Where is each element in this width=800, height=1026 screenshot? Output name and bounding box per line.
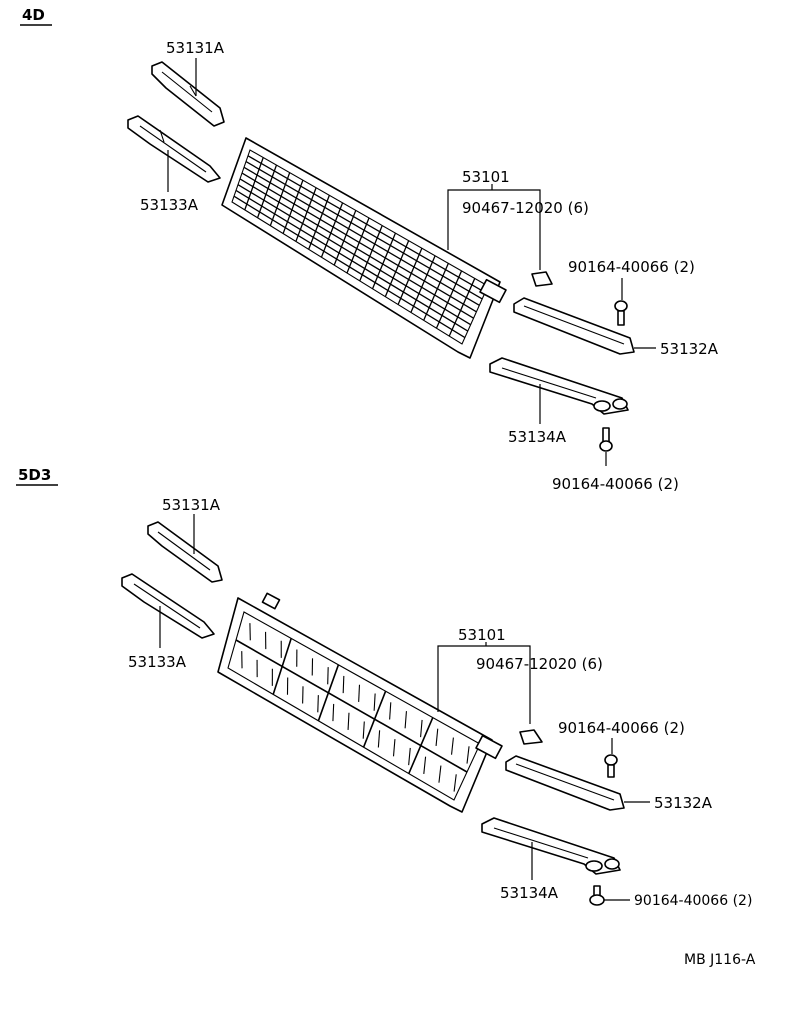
label-53133a: 53133A (128, 653, 187, 671)
label-53134a: 53134A (508, 428, 567, 446)
radiator-grille-5d3 (217, 592, 503, 813)
section-title-4d: 4D (22, 6, 45, 24)
label-90467-12020: 90467-12020 (6) (462, 199, 589, 217)
screw-90164-40066-top (604, 754, 618, 778)
bracket-53131a (151, 61, 225, 127)
screw-90164-40066-top (614, 300, 628, 326)
bracket-53132a (505, 755, 625, 811)
bracket-53134a (489, 357, 629, 415)
label-53132a: 53132A (654, 794, 713, 812)
label-90164-40066-bottom: 90164-40066 (2) (552, 475, 679, 493)
clip-90467-12020 (519, 729, 543, 745)
label-90467-12020: 90467-12020 (6) (476, 655, 603, 673)
bracket-53134a (481, 817, 621, 875)
bracket-53132a (513, 297, 635, 355)
label-53101: 53101 (462, 168, 510, 186)
label-53134a: 53134A (500, 884, 559, 902)
diagram-code: MB J116-A (684, 952, 756, 968)
section-5d3: 5D3 53131A 53133A 53101 90467-12020 (6) (16, 466, 752, 909)
label-53133a: 53133A (140, 196, 199, 214)
section-title-5d3: 5D3 (18, 466, 51, 484)
bracket-53133a (121, 573, 215, 639)
label-90164-40066-bottom: 90164-40066 (2) (634, 893, 752, 909)
screw-90164-40066-bottom (599, 427, 613, 452)
bracket-53133a (127, 115, 221, 183)
screw-90164-40066-bottom (589, 885, 605, 906)
label-90164-40066-top: 90164-40066 (2) (568, 258, 695, 276)
bracket-53131a (147, 521, 223, 583)
label-90164-40066-top: 90164-40066 (2) (558, 719, 685, 737)
clip-90467-12020 (531, 271, 553, 287)
label-53131a: 53131A (166, 39, 225, 57)
label-53131a: 53131A (162, 496, 221, 514)
radiator-grille-4d (221, 137, 507, 359)
label-53101: 53101 (458, 626, 506, 644)
label-53132a: 53132A (660, 340, 719, 358)
section-4d: 4D 53131A 53133A 53101 90467-12020 (20, 6, 719, 493)
